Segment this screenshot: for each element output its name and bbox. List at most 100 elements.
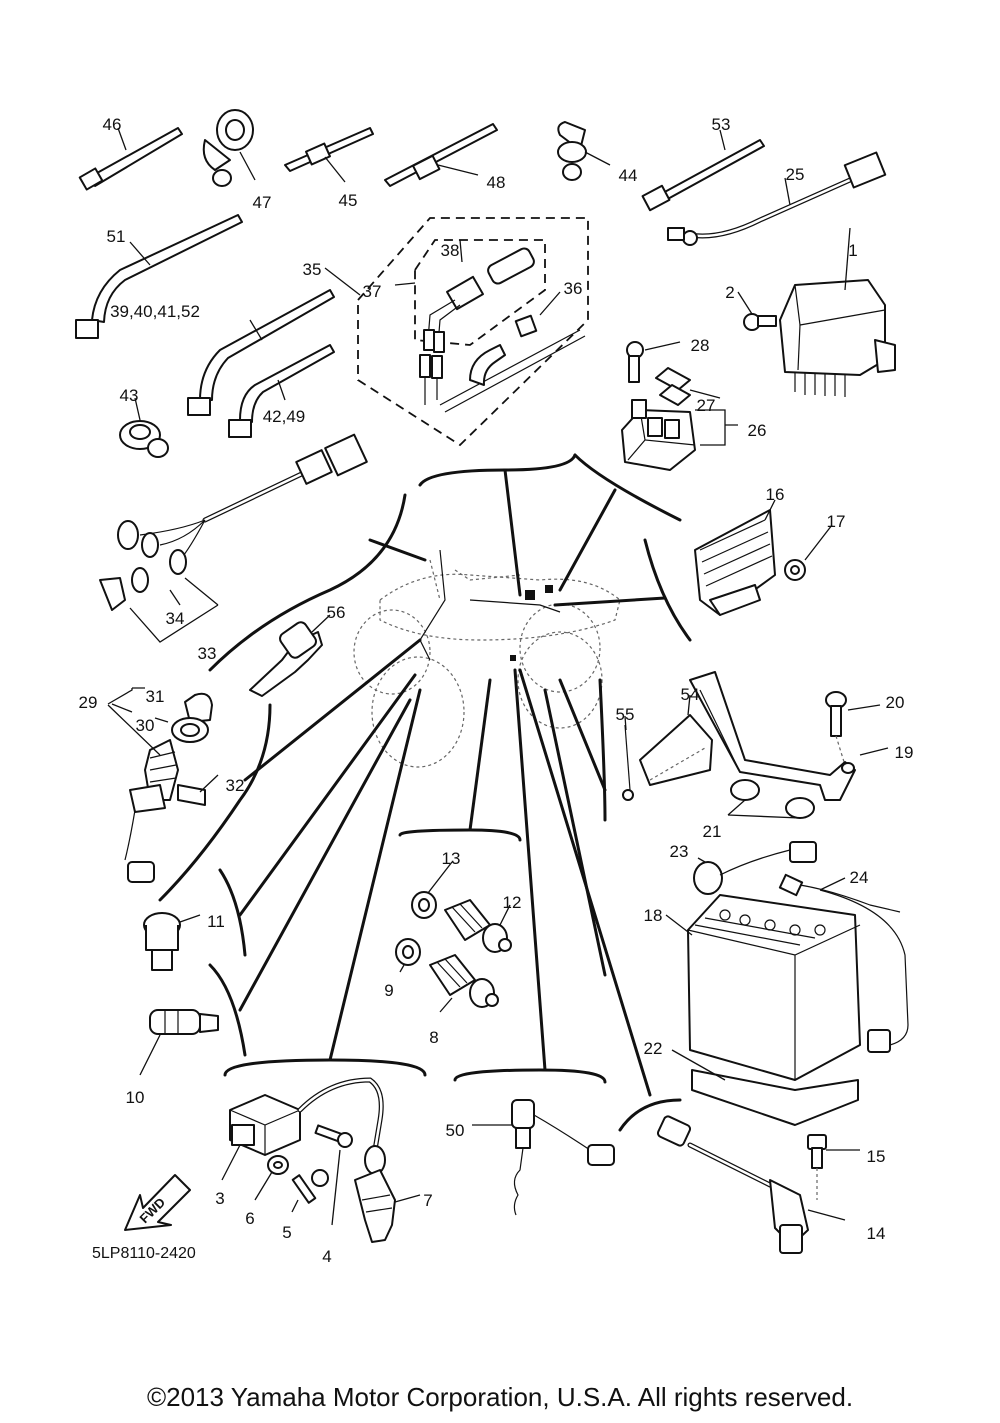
part-51-cable-tie <box>75 214 243 339</box>
callout-32: 32 <box>226 776 245 795</box>
part-3-ignition-coil <box>221 1077 386 1181</box>
part-1-cdi-unit <box>737 227 896 397</box>
callout-35: 35 <box>303 260 322 279</box>
callout-8: 8 <box>429 1028 438 1047</box>
callout-42-49: 42,49 <box>263 407 306 426</box>
part-7-plug-cap <box>354 1169 421 1243</box>
callout-10: 10 <box>126 1088 145 1107</box>
part-13-washer <box>411 861 453 919</box>
callout-23: 23 <box>670 842 689 861</box>
callout-28: 28 <box>691 336 710 355</box>
callout-11: 11 <box>207 912 225 931</box>
part-15-bolt <box>807 1134 860 1200</box>
part-46-cable-tie <box>78 127 183 191</box>
part-25-ground-lead <box>667 151 887 246</box>
part-26-starter-relay <box>621 341 738 471</box>
callout-56: 56 <box>327 603 346 622</box>
callout-39-40-41-52: 39,40,41,52 <box>110 302 200 321</box>
callout-33: 33 <box>198 644 217 663</box>
callout-38: 38 <box>441 241 460 260</box>
part-47-clamp <box>202 109 256 187</box>
callout-30: 30 <box>136 716 155 735</box>
callout-18: 18 <box>644 906 663 925</box>
callout-48: 48 <box>487 173 506 192</box>
callout-19: 19 <box>895 743 914 762</box>
part-42-49-cable-tie <box>228 344 335 438</box>
callout-2: 2 <box>725 283 734 302</box>
part-22-battery-pad <box>671 1049 859 1126</box>
callout-13: 13 <box>442 849 461 868</box>
callout-24: 24 <box>850 868 869 887</box>
callout-22: 22 <box>644 1039 663 1058</box>
callout-9: 9 <box>384 981 393 1000</box>
part-56-key <box>249 614 331 697</box>
callout-34: 34 <box>166 609 185 628</box>
callout-labels: 1234567891011121314151617181920212223242… <box>79 115 914 1266</box>
parts-diagram: FWD 123456789101112131415161718192021222… <box>75 109 914 1266</box>
callout-45: 45 <box>339 191 358 210</box>
part-5-bolt <box>291 1169 329 1213</box>
callout-12: 12 <box>503 893 522 912</box>
callout-5: 5 <box>282 1223 291 1242</box>
part-48-cable-tie <box>384 123 498 187</box>
copyright-notice: ©2013 Yamaha Motor Corporation, U.S.A. A… <box>146 1382 854 1412</box>
callout-53: 53 <box>712 115 731 134</box>
part-50-sensor <box>472 1099 615 1216</box>
group-brackets <box>158 453 692 1132</box>
callout-6: 6 <box>245 1209 254 1228</box>
part-33-wire-harness <box>99 433 368 643</box>
callout-55: 55 <box>616 705 635 724</box>
callout-37: 37 <box>363 282 382 301</box>
callout-29: 29 <box>79 693 98 712</box>
part-23-lead <box>693 841 817 895</box>
part-19-bracket <box>689 671 889 801</box>
part-11-sensor <box>143 912 201 971</box>
callout-15: 15 <box>867 1147 886 1166</box>
callout-25: 25 <box>786 165 805 184</box>
callout-3: 3 <box>215 1189 224 1208</box>
callout-44: 44 <box>619 166 638 185</box>
part-45-cable-tie <box>284 127 374 183</box>
part-44-clamp <box>557 121 611 181</box>
part-4-screw <box>314 1124 353 1226</box>
part-39-40-41-52-cable-tie <box>187 289 335 416</box>
part-53-cable-tie <box>641 129 765 212</box>
part-55-rivet <box>622 715 634 801</box>
part-43-clamp <box>119 397 169 458</box>
part-8-switch <box>429 954 499 1013</box>
part-14-speed-sensor <box>656 1115 846 1254</box>
part-35-group <box>324 217 589 447</box>
callout-4: 4 <box>322 1247 331 1266</box>
callout-16: 16 <box>766 485 785 504</box>
callout-54: 54 <box>681 685 700 704</box>
part-6-washer <box>254 1155 289 1201</box>
callout-36: 36 <box>564 279 583 298</box>
part-10-sensor <box>139 1009 219 1076</box>
part-16-rectifier <box>694 499 833 616</box>
callout-31: 31 <box>146 687 165 706</box>
callout-51: 51 <box>107 227 126 246</box>
atv-outline <box>353 549 621 768</box>
callout-14: 14 <box>867 1224 886 1243</box>
part-21-grommet <box>727 779 815 819</box>
callout-27: 27 <box>697 396 716 415</box>
part-18-battery <box>665 894 861 1081</box>
callout-43: 43 <box>120 386 139 405</box>
callout-47: 47 <box>253 193 272 212</box>
part-24-lead <box>778 873 909 1053</box>
part-29-main-switch <box>107 687 219 883</box>
part-12-switch <box>444 899 512 953</box>
callout-1: 1 <box>848 241 857 260</box>
callout-17: 17 <box>827 512 846 531</box>
part-20-bolt <box>825 691 881 766</box>
callout-20: 20 <box>886 693 905 712</box>
fwd-arrow-icon: FWD <box>124 1174 191 1231</box>
callout-26: 26 <box>748 421 767 440</box>
callout-50: 50 <box>446 1121 465 1140</box>
part-54-cover <box>639 694 713 786</box>
callout-21: 21 <box>703 822 722 841</box>
part-9-washer <box>395 938 421 973</box>
callout-7: 7 <box>423 1191 432 1210</box>
callout-46: 46 <box>103 115 122 134</box>
drawing-code: 5LP8110-2420 <box>92 1245 196 1262</box>
